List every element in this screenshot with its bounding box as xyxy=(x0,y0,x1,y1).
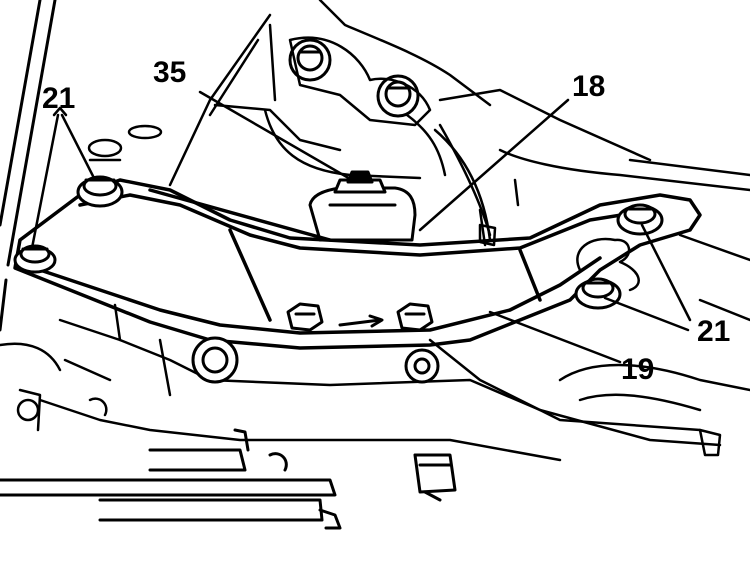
bottom-linkage-rod xyxy=(0,428,342,530)
leader-19 xyxy=(488,310,622,364)
lower-mount-bolt xyxy=(413,453,457,502)
callout-21-left: 21 xyxy=(42,82,76,115)
leader-lines xyxy=(30,90,692,364)
lower-bushing-left xyxy=(191,336,239,384)
right-end-fitting xyxy=(698,428,722,457)
leader-21-left-lower xyxy=(30,113,60,250)
leader-35 xyxy=(198,90,354,182)
callout-19: 19 xyxy=(621,353,655,386)
leader-21-right-upper xyxy=(640,223,692,322)
bolt-21-right-upper xyxy=(616,203,664,236)
crossmember-beam xyxy=(13,178,702,350)
direction-arrow-mark xyxy=(338,314,384,328)
lower-frame xyxy=(0,148,750,462)
upper-mount-structure xyxy=(168,0,652,247)
top-bolt-left xyxy=(288,38,332,82)
leader-18 xyxy=(418,98,570,232)
lower-bushing-right xyxy=(404,348,440,384)
leader-21-left-arrow xyxy=(52,106,68,117)
bolt-21-left-upper xyxy=(76,175,124,208)
body-side-edge xyxy=(0,0,57,332)
crossmember-nut-left xyxy=(286,302,324,332)
top-bracket xyxy=(288,36,432,127)
left-fittings xyxy=(16,303,172,432)
top-left-hardware xyxy=(87,124,163,162)
callout-18: 18 xyxy=(572,70,606,103)
cables xyxy=(438,123,520,247)
crossmember-nut-right xyxy=(396,302,434,332)
rubber-mount xyxy=(308,170,417,242)
right-bracket-loop xyxy=(576,237,640,292)
leader-21-right-lower xyxy=(603,296,690,332)
bolt-21-left-lower xyxy=(13,244,57,274)
callout-21-right: 21 xyxy=(697,315,731,348)
bolt-21-right-lower xyxy=(574,277,622,310)
callout-35: 35 xyxy=(153,56,187,89)
leader-21-left-upper xyxy=(60,113,97,182)
